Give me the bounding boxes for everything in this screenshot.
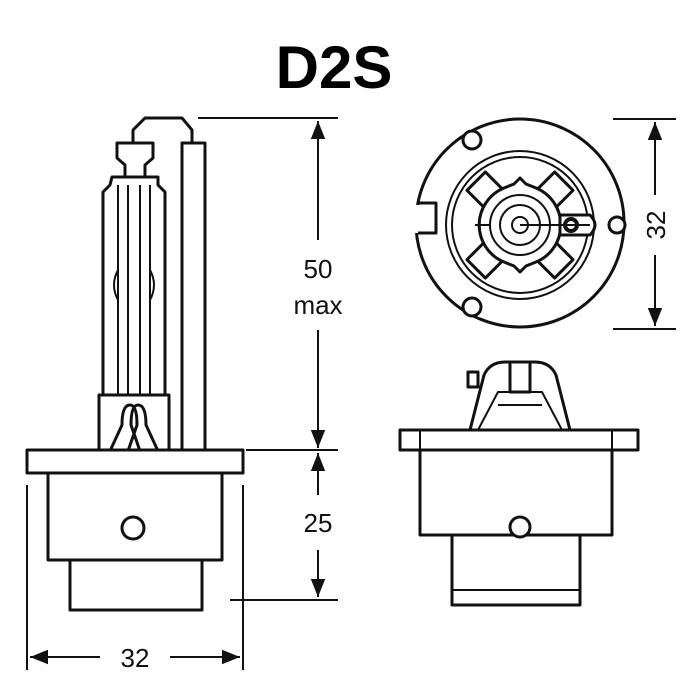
- width-dimension: 32: [26, 485, 244, 673]
- width-value: 32: [121, 643, 150, 673]
- height-lower-value: 25: [304, 508, 333, 538]
- diameter-dimension: 32: [613, 118, 676, 330]
- diameter-value: 32: [641, 211, 671, 240]
- height-upper-value: 50: [304, 254, 333, 284]
- lamp-front-view: [398, 360, 640, 607]
- diagram-title: D2S: [276, 34, 393, 101]
- lamp-top-view: [412, 117, 627, 329]
- lamp-side-view: [25, 116, 245, 612]
- height-dimension: 50 max 25: [198, 117, 343, 601]
- height-upper-suffix: max: [293, 290, 342, 320]
